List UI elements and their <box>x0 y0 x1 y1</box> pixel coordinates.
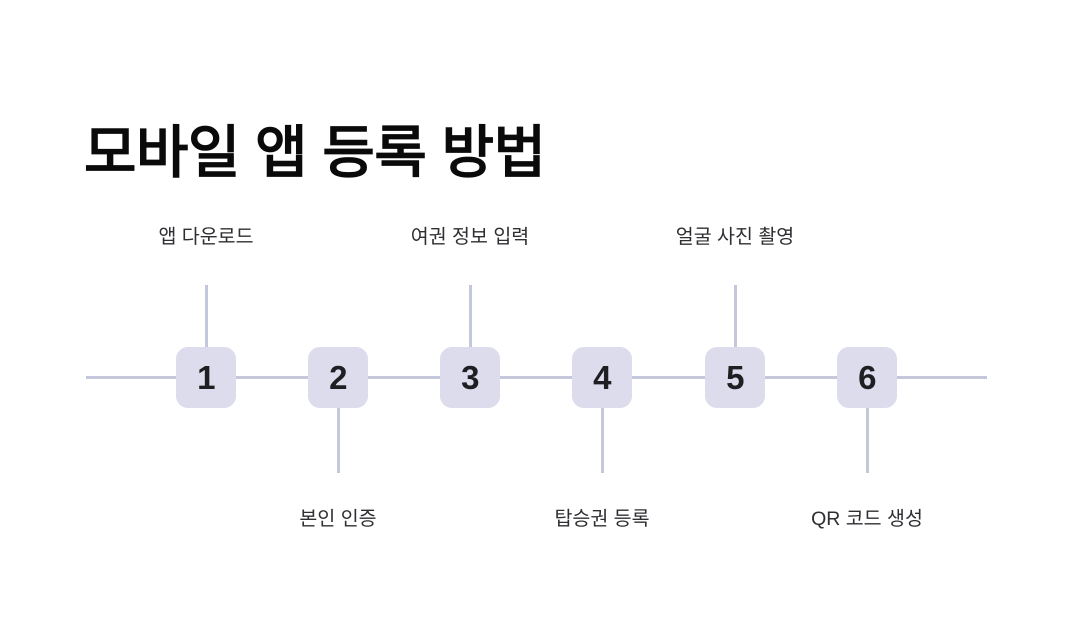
timeline-node-2[interactable]: 2 <box>308 347 368 408</box>
node-number: 4 <box>593 359 611 396</box>
step-label-2: 본인 인증 <box>299 508 377 530</box>
timeline-node-3[interactable]: 3 <box>440 347 500 408</box>
node-number: 6 <box>858 359 876 396</box>
step-connector-stem <box>733 285 737 349</box>
step-connector-stem <box>468 285 472 349</box>
node-number: 5 <box>726 359 744 396</box>
step-connector-stem <box>336 406 340 473</box>
timeline-node-5[interactable]: 5 <box>705 347 765 408</box>
timeline-node-1[interactable]: 1 <box>176 347 236 408</box>
node-number: 3 <box>461 359 479 396</box>
step-label-3: 여권 정보 입력 <box>410 226 530 248</box>
step-label-5: 얼굴 사진 촬영 <box>675 226 795 248</box>
step-label-4: 탑승권 등록 <box>554 508 650 530</box>
timeline-node-4[interactable]: 4 <box>572 347 632 408</box>
step-connector-stem <box>204 285 208 349</box>
step-connector-stem <box>865 406 869 473</box>
node-number: 1 <box>197 359 215 396</box>
timeline-node-6[interactable]: 6 <box>837 347 897 408</box>
node-number: 2 <box>329 359 347 396</box>
step-label-6: QR 코드 생성 <box>811 508 923 530</box>
timeline-axis <box>86 376 987 379</box>
step-connector-stem <box>600 406 604 473</box>
step-label-1: 앱 다운로드 <box>158 226 254 248</box>
page-title: 모바일 앱 등록 방법 <box>84 121 546 186</box>
